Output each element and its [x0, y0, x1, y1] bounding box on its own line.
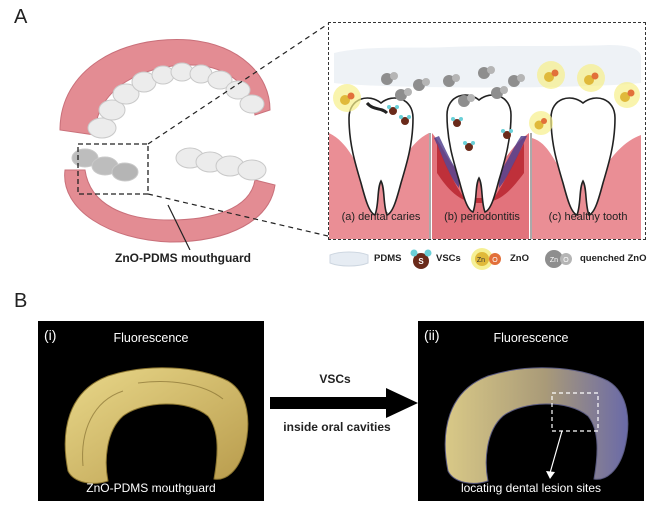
jaw-illustration: [59, 39, 276, 250]
zno-glyph-o: O: [492, 257, 498, 264]
fluorescence-photo-before: (i) Fluorescence ZnO-PDMS mouthguard: [38, 321, 264, 501]
condition-label-periodontitis: (b) periodontitis: [444, 211, 520, 223]
mouthguard-label: ZnO-PDMS mouthguard: [115, 251, 251, 265]
zno-icon: Zn O: [471, 248, 501, 270]
zno-glyph-zn: Zn: [477, 257, 485, 264]
teeth-inset-drawing: [329, 45, 641, 239]
mouthguard-quenched-shape: [444, 367, 629, 484]
quenched-glyph-o: O: [563, 257, 569, 264]
condition-label-healthy: (c) healthy tooth: [548, 211, 628, 223]
left-photo-title: Fluorescence: [113, 331, 189, 345]
legend-zno-label: ZnO: [510, 253, 529, 264]
right-photo-tag: (ii): [424, 327, 440, 343]
panel-a-letter: A: [14, 6, 28, 28]
arrow-label-top: VSCs: [319, 372, 351, 386]
fluorescence-photo-after: (ii) Fluorescence locating dental lesion…: [418, 321, 644, 501]
left-photo-tag: (i): [44, 327, 57, 343]
quenched-glyph-zn: Zn: [550, 257, 558, 264]
panel-b-letter: B: [14, 290, 28, 312]
vsc-molecule-icon: S: [410, 249, 432, 269]
legend-pdms-label: PDMS: [374, 253, 402, 264]
zoom-inset: (a) dental caries (b) periodontitis (c) …: [328, 22, 646, 240]
mouthguard-yellow-shape: [64, 367, 249, 484]
condition-label-caries: (a) dental caries: [341, 211, 421, 223]
quenched-zno-icon: Zn O: [545, 250, 572, 268]
right-photo-caption: locating dental lesion sites: [460, 481, 602, 495]
legend-vsc-label: VSCs: [436, 253, 461, 264]
right-arrow-icon: [270, 388, 418, 418]
pdms-icon: [329, 251, 369, 267]
legend: PDMS S VSCs Zn O ZnO Zn O quenched ZnO: [328, 247, 658, 271]
left-photo-caption: ZnO-PDMS mouthguard: [86, 481, 216, 495]
vsc-glyph: S: [418, 257, 424, 266]
legend-quenched-label: quenched ZnO: [580, 253, 647, 264]
right-photo-title: Fluorescence: [493, 331, 569, 345]
arrow-label-bottom: inside oral cavities: [283, 420, 391, 434]
